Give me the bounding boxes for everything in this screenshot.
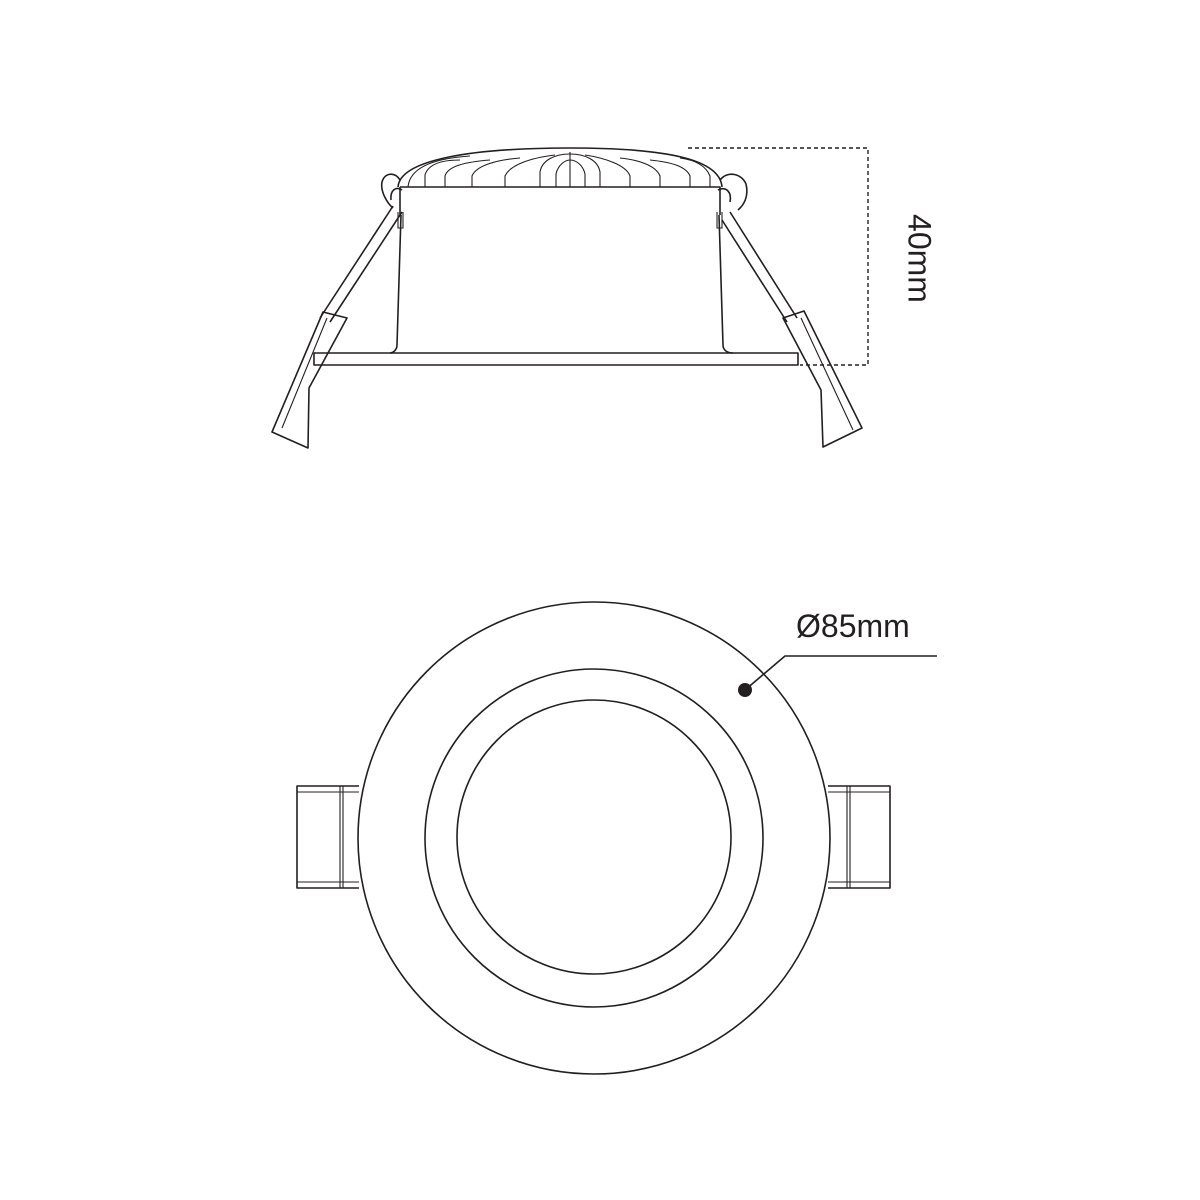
housing-body: [389, 186, 734, 354]
spring-clip-left: [271, 205, 403, 449]
tab-right: [828, 785, 891, 889]
tab-left: [296, 785, 359, 889]
trim-flange: [313, 352, 799, 366]
spring-clip-right: [721, 211, 863, 448]
middle-ring-circle: [424, 668, 764, 1008]
height-dimension-label: 40mm: [901, 214, 938, 303]
side-view: [271, 147, 869, 449]
heatsink: [380, 147, 748, 211]
height-dimension-line: [688, 147, 869, 366]
diameter-leader: [738, 655, 937, 697]
front-view: [296, 601, 937, 1075]
lens-circle: [456, 699, 732, 975]
outer-trim-circle: [357, 601, 831, 1075]
diameter-dimension-label: Ø85mm: [796, 608, 910, 644]
